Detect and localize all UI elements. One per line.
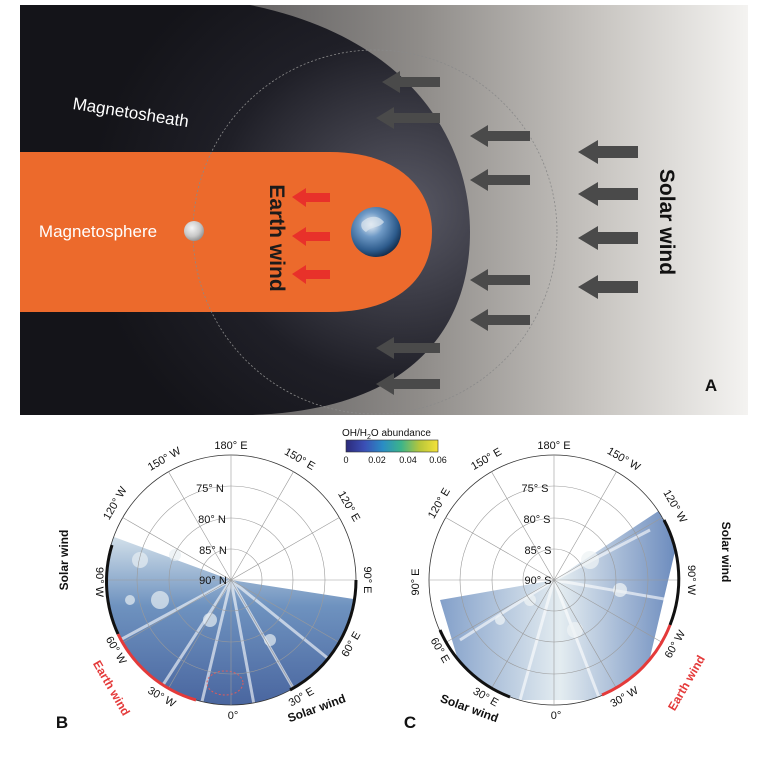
earth-wind-arrows (292, 188, 330, 284)
earth-wind-arrow (292, 265, 330, 284)
solar-wind-label: Solar wind (655, 169, 678, 275)
solar-wind-arrow (578, 182, 638, 206)
lon-label: 60° E (428, 636, 452, 665)
lon-label: 120° W (101, 484, 130, 522)
lon-label: 180° E (214, 440, 247, 452)
solar-wind-arrow (376, 337, 440, 359)
lon-label: 90° W (93, 567, 105, 598)
panel-a-letter: A (705, 376, 717, 395)
solar-wind-arrow (470, 269, 530, 291)
lat-label: 90° S (524, 575, 551, 587)
panel-b-map-data (106, 530, 356, 705)
earth-wind-arc (601, 624, 672, 697)
solar-wind-arrow (578, 275, 638, 299)
earth-wind-arrow (292, 227, 330, 246)
moon-orbit-circle (192, 49, 558, 415)
lat-label: 85° S (524, 545, 551, 557)
solar-wind-arrow (470, 309, 530, 331)
solar-wind-arc-left (438, 629, 511, 699)
earth-wind-arc (116, 633, 197, 702)
solar-wind-arrow (376, 373, 440, 395)
colorbar-tick: 0.04 (399, 455, 417, 465)
lat-label: 90° N (199, 575, 227, 587)
panel-c: 180° E 150° E 150° W 120° E 120° W 90° E… (404, 440, 733, 732)
colorbar-tick: 0 (343, 455, 348, 465)
colorbar-tick: 0.06 (429, 455, 447, 465)
solar-wind-arrows (376, 71, 638, 395)
lat-label: 75° N (196, 483, 224, 495)
panel-b: 180° E 150° W 150° E 120° W 120° E 90° W… (56, 440, 373, 732)
colorbar: OH/H2O abundance 0 0.02 0.04 0.06 (342, 428, 447, 465)
highlight-region (206, 670, 244, 696)
panel-c-map-data (440, 510, 679, 700)
lat-label: 80° N (198, 514, 226, 526)
lon-label: 150° W (605, 445, 643, 474)
lat-label: 85° N (199, 545, 227, 557)
lon-label: 0° (551, 710, 562, 722)
solar-wind-side-label: Solar wind (57, 530, 71, 591)
panel-a: Magnetosheath Magnetosphere Earth wind S… (20, 5, 748, 415)
lon-label: 120° E (335, 489, 362, 524)
solar-wind-arrow (470, 125, 530, 147)
earth-wind-side-label: Earth wind (90, 658, 133, 718)
earth-wind-side-label: Earth wind (665, 653, 708, 713)
solar-wind-side-label: Solar wind (719, 522, 733, 583)
solar-wind-arrow (382, 71, 440, 93)
solar-wind-arc-right (289, 579, 358, 692)
solar-wind-arrow (578, 226, 638, 250)
colorbar-scale (345, 439, 439, 453)
panel-c-letter: C (404, 713, 416, 732)
lon-label: 90° W (685, 565, 697, 596)
colorbar-title: OH/H2O abundance (342, 428, 431, 441)
panel-b-grid (106, 455, 356, 705)
solar-wind-arrow (470, 169, 530, 191)
moon-icon (184, 221, 204, 241)
lat-label: 75° S (521, 483, 548, 495)
lon-label: 0° (228, 710, 239, 722)
solar-wind-arrow (578, 140, 638, 164)
earth-icon (351, 207, 401, 257)
solar-wind-arc-left (105, 544, 120, 635)
lon-label: 120° E (426, 486, 453, 521)
earth-wind-label: Earth wind (265, 184, 288, 291)
earth-wind-arrow (292, 188, 330, 207)
solar-wind-arc-right (662, 519, 681, 626)
solar-wind-arrow (376, 107, 440, 129)
lon-label: 180° E (537, 440, 570, 452)
lat-label: 80° S (523, 514, 550, 526)
panel-c-grid (429, 455, 679, 705)
panel-b-letter: B (56, 713, 68, 732)
lon-label: 150° W (146, 445, 184, 474)
colorbar-tick: 0.02 (368, 455, 386, 465)
lon-label: 150° E (469, 446, 504, 473)
lon-label: 90° E (361, 566, 373, 593)
magnetosphere-label: Magnetosphere (39, 222, 157, 241)
lon-label: 90° E (410, 568, 422, 595)
